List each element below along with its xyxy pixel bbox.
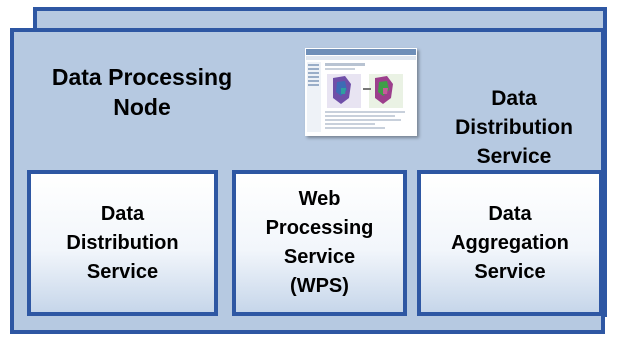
data-distribution-service-text: Data Distribution Service — [66, 202, 179, 283]
data-aggregation-service-box: Data Aggregation Service — [417, 170, 603, 316]
thumbnail-image — [305, 48, 417, 136]
web-processing-service-text: Web Processing Service (WPS) — [265, 188, 374, 297]
data-distribution-service-box: Data Distribution Service — [27, 170, 218, 316]
web-processing-service-box: Web Processing Service (WPS) — [232, 170, 407, 316]
screenshot-thumbnail — [305, 48, 417, 136]
node-title: Data Processing Node — [51, 64, 233, 120]
data-aggregation-service-text: Data Aggregation Service — [451, 202, 569, 283]
data-distribution-service-label: Data Distribution Service — [455, 87, 573, 168]
